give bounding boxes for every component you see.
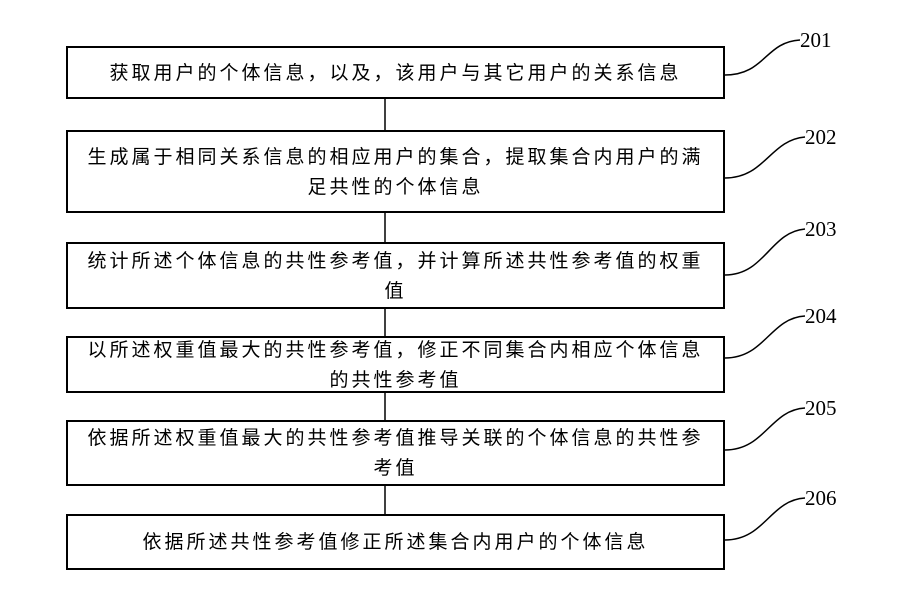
ref-label-204: 204 (805, 304, 837, 328)
step-box-202: 生成属于相同关系信息的相应用户的集合，提取集合内用户的满足共性的个体信息 (66, 130, 725, 213)
ref-label-205: 205 (805, 396, 837, 420)
leader-201 (724, 39, 801, 76)
ref-label-206: 206 (805, 486, 837, 510)
step-box-203: 统计所述个体信息的共性参考值，并计算所述共性参考值的权重值 (66, 242, 725, 309)
ref-label-202: 202 (805, 125, 837, 149)
step-box-206: 依据所述共性参考值修正所述集合内用户的个体信息 (66, 514, 725, 570)
leader-203 (724, 228, 806, 276)
step-text-204: 以所述权重值最大的共性参考值，修正不同集合内相应个体信息的共性参考值 (87, 338, 704, 391)
step-box-205: 依据所述权重值最大的共性参考值推导关联的个体信息的共性参考值 (66, 420, 725, 486)
step-text-205: 依据所述权重值最大的共性参考值推导关联的个体信息的共性参考值 (87, 427, 704, 479)
leader-204 (724, 315, 806, 359)
step-box-204: 以所述权重值最大的共性参考值，修正不同集合内相应个体信息的共性参考值 (66, 336, 725, 393)
ref-label-201: 201 (800, 28, 832, 52)
step-text-203: 统计所述个体信息的共性参考值，并计算所述共性参考值的权重值 (87, 249, 704, 302)
leader-202 (724, 136, 806, 179)
ref-label-203: 203 (805, 217, 837, 241)
step-text-201: 获取用户的个体信息，以及，该用户与其它用户的关系信息 (109, 61, 682, 84)
step-text-202: 生成属于相同关系信息的相应用户的集合，提取集合内用户的满足共性的个体信息 (87, 145, 704, 198)
leader-205 (724, 407, 806, 451)
step-box-201: 获取用户的个体信息，以及，该用户与其它用户的关系信息 (66, 46, 725, 99)
leader-206 (724, 497, 806, 541)
step-text-206: 依据所述共性参考值修正所述集合内用户的个体信息 (142, 531, 649, 553)
